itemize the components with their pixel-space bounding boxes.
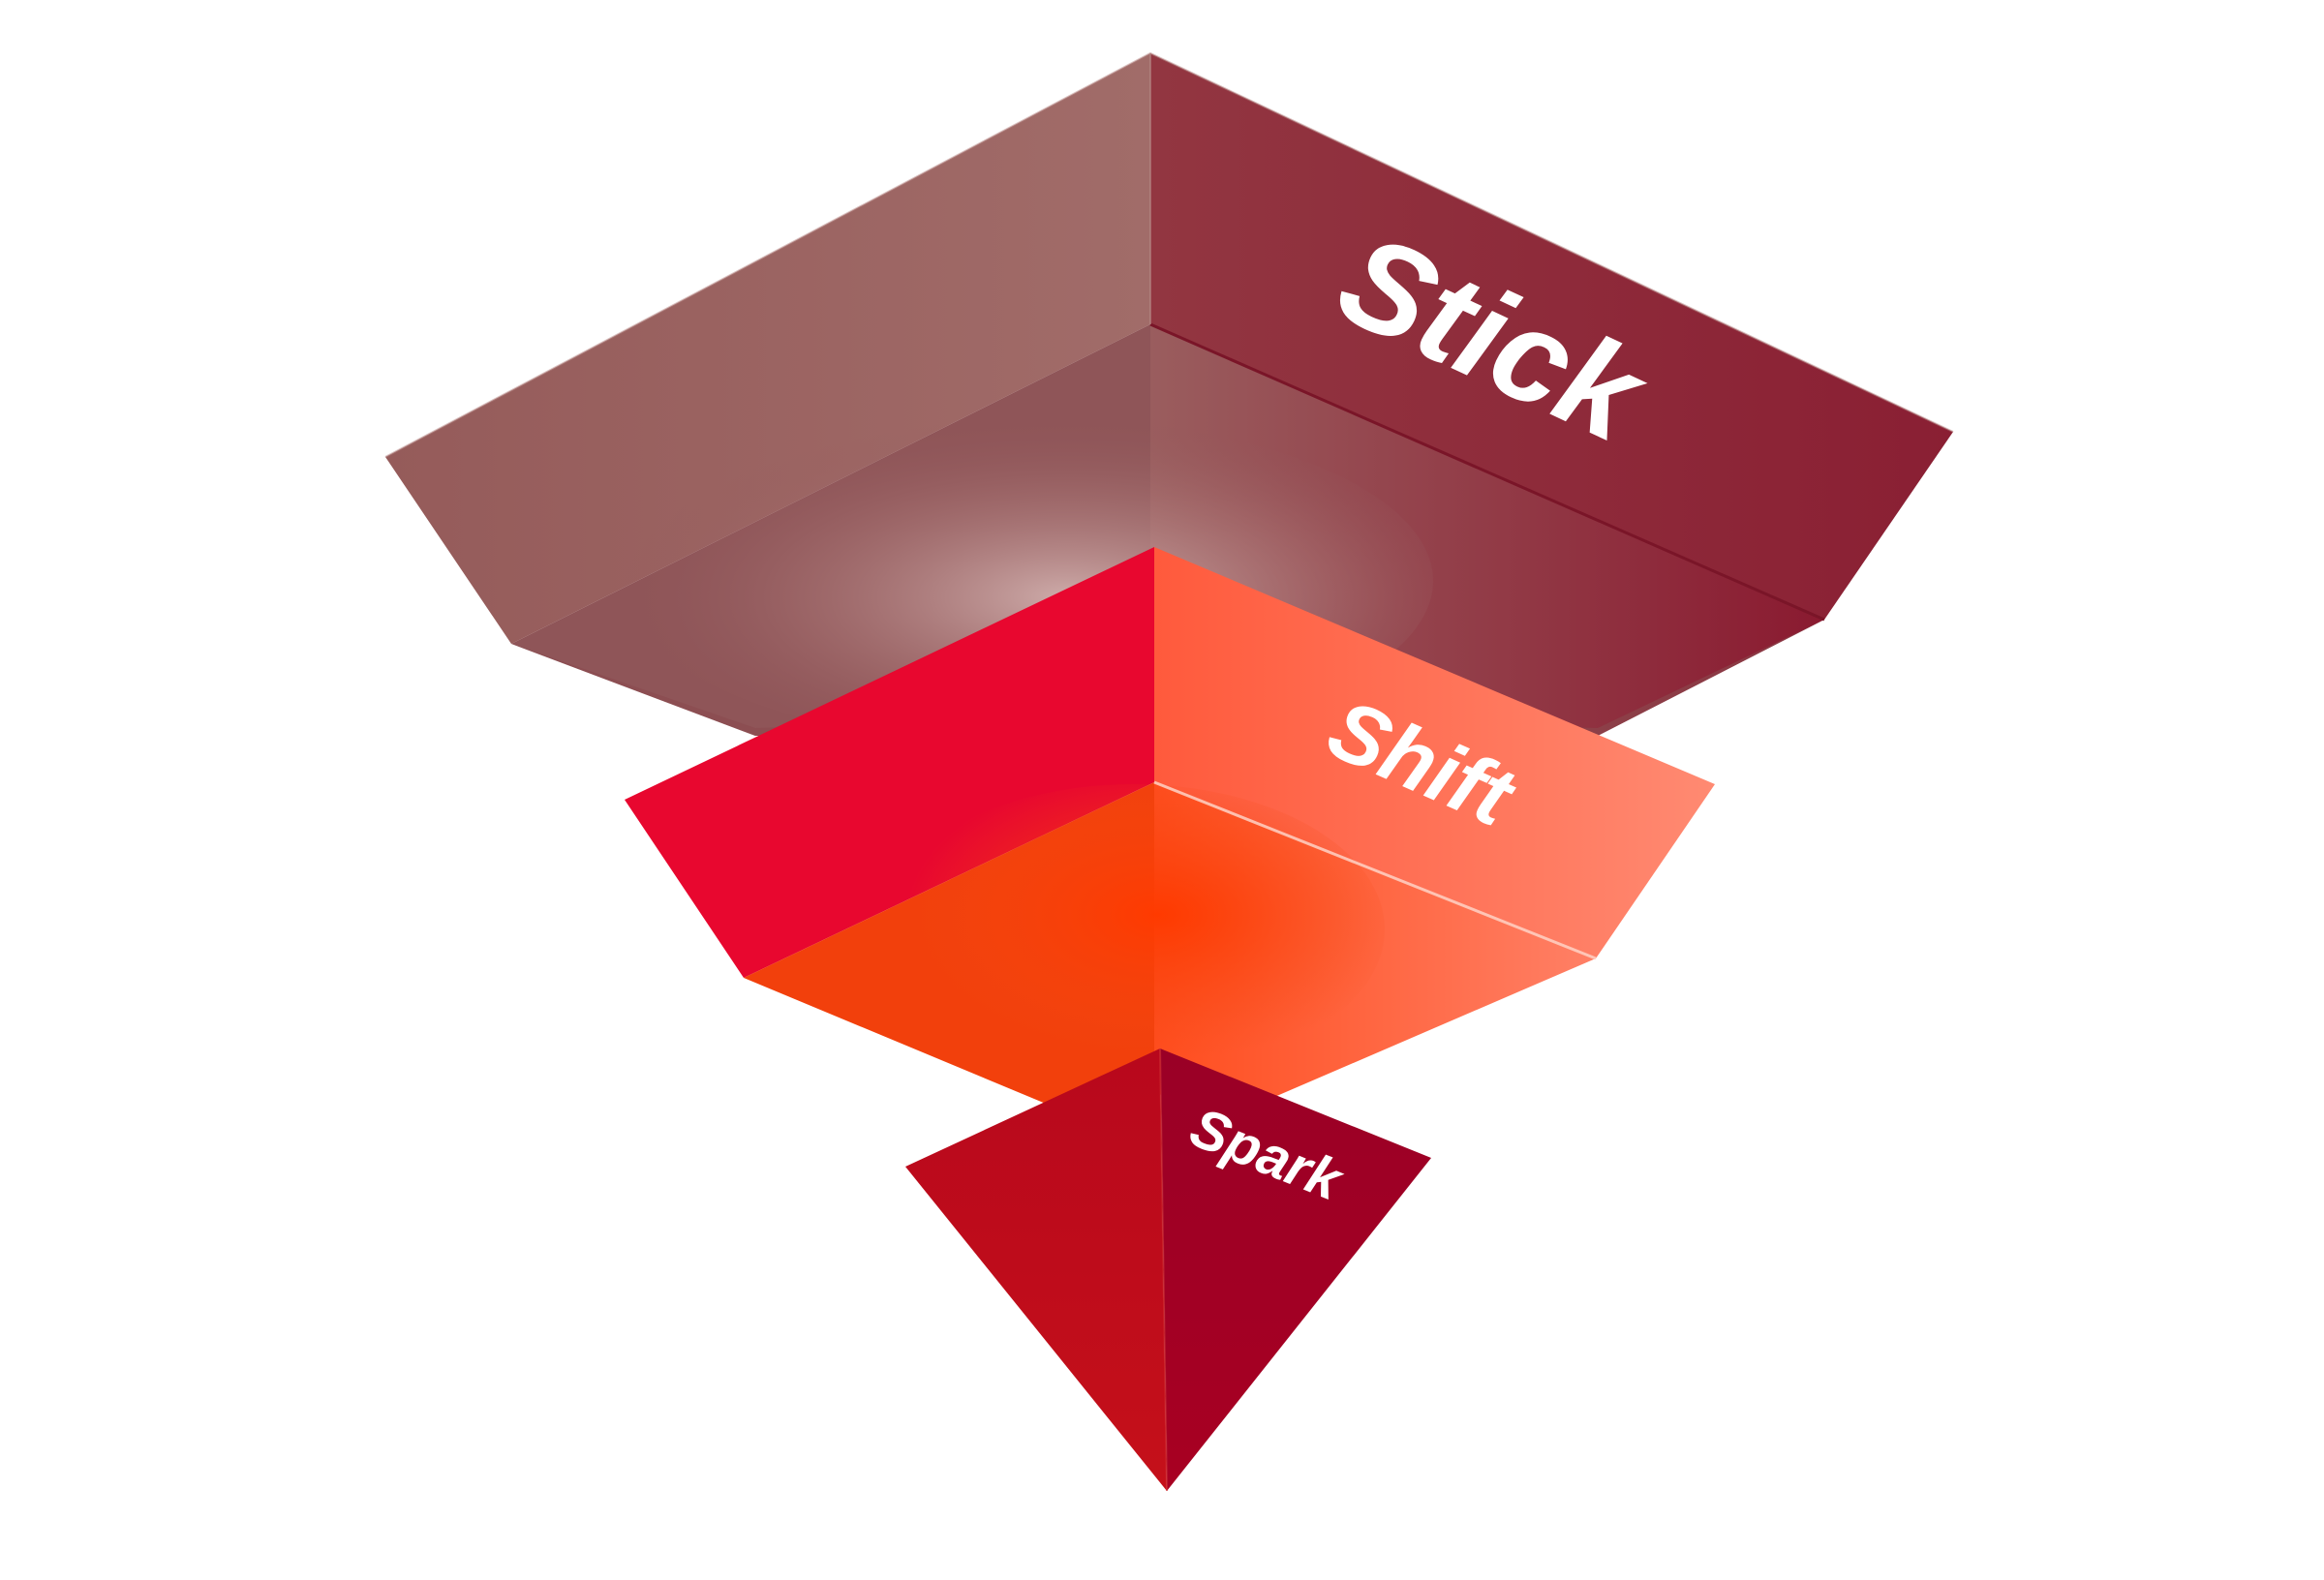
stick-right-wall [1150,53,1953,620]
shift-right-wall [1154,547,1715,958]
stick-left-wall [385,53,1150,644]
tier-shift [625,547,1715,1104]
shift-left-wall [625,547,1154,978]
spark-left-face [905,1048,1167,1491]
spark-right-face [1160,1048,1431,1491]
tier-spark [905,1048,1431,1492]
shift-glow [881,784,1385,1075]
